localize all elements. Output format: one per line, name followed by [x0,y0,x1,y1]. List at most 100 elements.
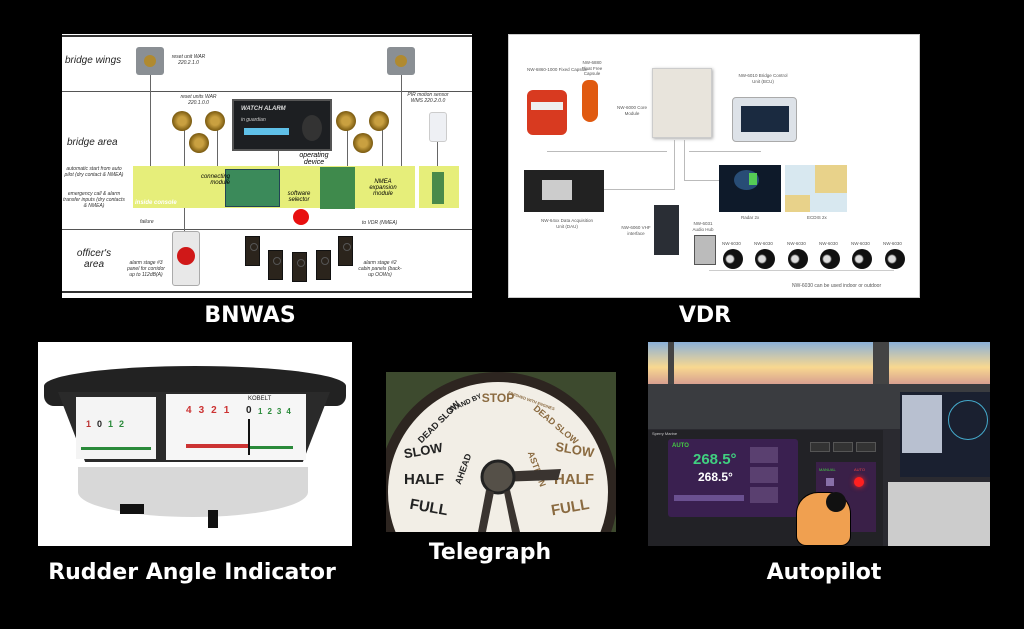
emergency-label: emergency call & alarm transfer inputs (… [63,191,125,209]
microphone-icon [755,249,775,269]
audio-hub-label: NW-6031 Audio Hub [692,221,714,232]
auto-indicator-light [854,477,864,487]
reset-unit-box [387,47,415,75]
manual-label: MANUAL [819,467,836,472]
zone-bridge-area: bridge area [67,137,118,148]
autopilot-screen: AUTO 268.5° 268.5° [668,439,798,517]
key-switch-icon [302,115,322,141]
mic-label: NW-6030 [819,241,838,246]
wire [347,129,348,169]
ahead-half-label: HALF [404,471,444,488]
wire [684,180,719,181]
divider [62,35,472,37]
wire [689,151,761,152]
wire [217,129,218,169]
radar-label: Radar 2x [741,215,760,220]
connecting-board [225,169,280,207]
astern-half-label: HALF [554,471,594,488]
mode-label: AUTO [672,443,689,449]
telegraph-hub [480,459,516,495]
mic-label: NW-6030 [787,241,806,246]
stop-label: STOP [482,391,514,405]
cabin-panel [292,252,307,282]
mic-label: NW-6030 [883,241,902,246]
microphone-icon [820,249,840,269]
float-free-capsule [582,80,598,122]
mode-knob[interactable] [826,492,846,512]
ecdis-screen [785,165,847,212]
wire [150,74,151,169]
microphone-icon [723,249,743,269]
radar-display [900,392,990,477]
connecting-module-label: connecting module [200,174,230,186]
bridge-control-unit [732,97,797,142]
microphone-icon [852,249,872,269]
mic-label: NW-6030 [722,241,741,246]
pir-board [432,172,444,204]
reset-knob [336,111,356,131]
astern-full-label: FULL [550,496,591,519]
wire [382,129,383,169]
wire [437,139,438,169]
side-scale-window: 1012 [76,397,156,459]
caption-autopilot: Autopilot [766,560,882,585]
device-title: WATCH ALARM [241,106,286,112]
reset-knob [205,111,225,131]
caption-telegraph: Telegraph [428,540,552,565]
to-vdr-label: to VDR (NMEA) [362,220,398,226]
data-acquisition-unit [524,170,604,212]
cabin-panel [245,236,260,266]
vdr-diagram: NW-6860-1000 Fixed Capsule NW-6880 Float… [508,34,920,298]
failure-label: failure [140,219,154,225]
connector [120,504,144,514]
set-heading-value: 268.5° [693,451,737,468]
rudder-bar [674,495,744,501]
heading-value: 268.5° [698,470,733,484]
panel-button[interactable] [856,442,876,452]
reset-knob [189,133,209,153]
wire [684,140,685,180]
pir-sensor [429,112,447,142]
cabin-panel [268,250,283,280]
selector-dot [293,209,309,225]
indicator-base [78,467,308,517]
operating-device-label: operating device [299,152,329,166]
microphone-icon [885,249,905,269]
caption-vdr: VDR [678,303,732,328]
wire [709,270,894,271]
mount [208,510,218,528]
panel-button[interactable] [833,442,853,452]
watch-alarm-device: WATCH ALARM in guardian [232,99,332,151]
reset-knob [172,111,192,131]
wire [547,151,667,152]
wire [278,149,279,169]
brand-label: KOBELT [248,396,272,402]
zone-officers-area: officer's area [76,248,112,270]
alarm-stage-3-label: alarm stage #3 panel for corridor up to … [127,260,165,278]
caption-rudder: Rudder Angle Indicator [48,560,336,585]
nmea-board [320,167,355,209]
mic-label: NW-6030 [851,241,870,246]
caption-bnwas: BNWAS [204,303,296,328]
ahead-slow-label: SLOW [403,440,445,462]
core-module-label: NW-6000 Core Module [617,105,647,116]
cabin-panel [338,236,353,266]
divider [62,291,472,293]
mic-note: NW-6030 can be used indoor or outdoor [792,283,882,289]
reset-knob [353,133,373,153]
core-module [652,68,712,138]
telegraph-dial: STAND BY DEAD SLOW SLOW HALF FULL AHEAD … [386,372,616,532]
audio-hub [694,235,716,265]
inside-console-label: inside console [135,200,177,206]
bridge-window [648,342,990,384]
reset-units-label: reset units WAR 220.1.0.0 [180,94,217,106]
radar-screen [719,165,781,212]
vhf-label: NW-6060 VHF interface [621,225,651,236]
pir-label: PIR motion sensor WMS 220.2.0.0 [407,92,449,104]
divider [62,91,472,92]
panel-button[interactable] [810,442,830,452]
vhf-interface [654,205,679,255]
